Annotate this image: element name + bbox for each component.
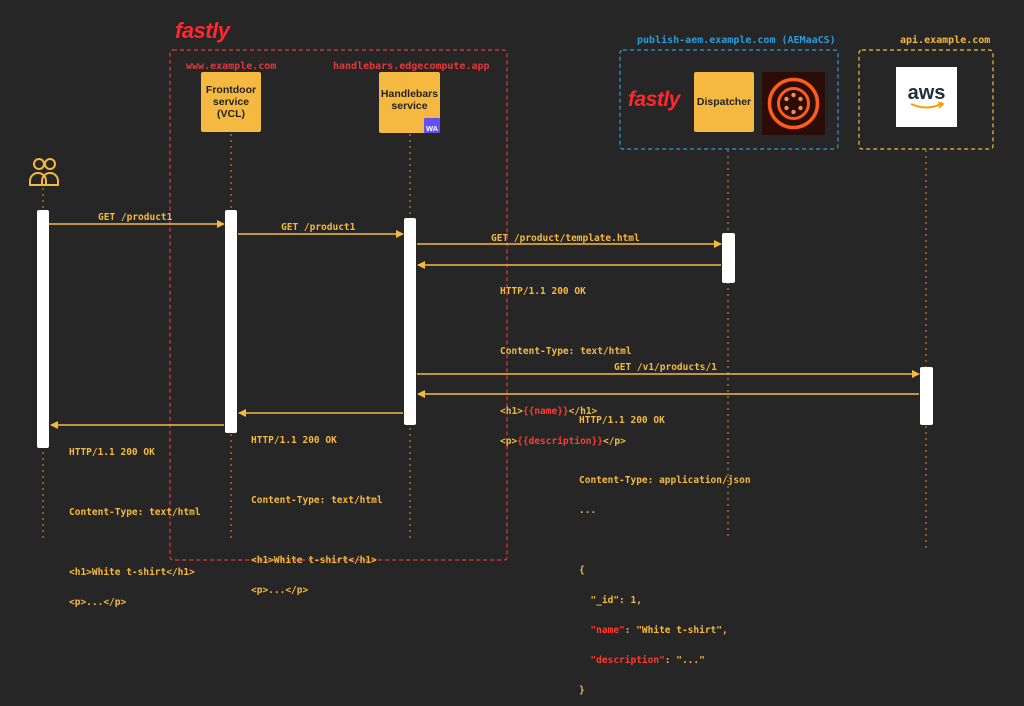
template-status: HTTP/1.1 200 OK bbox=[500, 286, 586, 297]
template-h1-line: <h1>{{name}}</h1> bbox=[500, 407, 632, 417]
dispatcher-box: Dispatcher bbox=[694, 72, 754, 132]
frontdoor-content-type: Content-Type: text/html bbox=[69, 507, 201, 518]
frontdoor-response-text: HTTP/1.1 200 OK Content-Type: text/html … bbox=[69, 428, 201, 618]
activation-api bbox=[920, 367, 933, 425]
api-json-desc-line: "description": "..." bbox=[579, 656, 751, 666]
api-json-name-key: "name" bbox=[579, 625, 625, 636]
frontdoor-p-line: <p>...</p> bbox=[69, 597, 127, 608]
api-response-text: HTTP/1.1 200 OK Content-Type: applicatio… bbox=[579, 396, 751, 706]
aem-frame bbox=[619, 49, 839, 150]
api-json-desc-val: : "..." bbox=[664, 655, 705, 666]
users-icon bbox=[28, 155, 60, 187]
template-content-type: Content-Type: text/html bbox=[500, 346, 632, 357]
frontdoor-h1-line: <h1>White t-shirt</h1> bbox=[69, 567, 195, 578]
api-dots: ... bbox=[579, 505, 597, 516]
aws-logo: aws bbox=[896, 67, 957, 127]
api-json-desc-key: "description" bbox=[579, 655, 665, 666]
fastly-logo: fastly bbox=[175, 18, 230, 43]
msg-get-product-2: GET /product1 bbox=[281, 222, 356, 233]
msg-get-template: GET /product/template.html bbox=[491, 233, 640, 244]
template-p-close: </p> bbox=[602, 436, 626, 447]
handlebars-h1-line: <h1>White t-shirt</h1> bbox=[251, 555, 377, 566]
handlebars-p-line: <p>...</p> bbox=[251, 585, 309, 596]
api-content-type: Content-Type: application/json bbox=[579, 475, 751, 486]
edge-frame bbox=[169, 49, 508, 561]
diagram-canvas bbox=[42, 49, 994, 561]
wasm-badge: WA bbox=[424, 118, 440, 133]
template-h1-close: </h1> bbox=[568, 406, 598, 417]
template-p-line: <p>{{description}}</p> bbox=[500, 437, 632, 447]
handlebars-response-text: HTTP/1.1 200 OK Content-Type: text/html … bbox=[251, 416, 383, 606]
api-json-open: { bbox=[579, 565, 585, 576]
activation-frontdoor bbox=[225, 210, 237, 433]
handlebars-status: HTTP/1.1 200 OK bbox=[251, 435, 337, 446]
api-json-name-val: : "White t-shirt", bbox=[624, 625, 728, 636]
api-domain-label: api.example.com bbox=[900, 35, 991, 46]
edge-domain-label-b: handlebars.edgecompute.app bbox=[333, 61, 490, 72]
api-json-name-line: "name": "White t-shirt", bbox=[579, 626, 751, 636]
activation-handlebars bbox=[404, 218, 416, 425]
template-p-open: <p> bbox=[500, 436, 518, 447]
frontdoor-status: HTTP/1.1 200 OK bbox=[69, 447, 155, 458]
frontdoor-service-box: Frontdoor service (VCL) bbox=[201, 72, 261, 132]
template-name-var: {{name}} bbox=[522, 406, 569, 417]
dispatcher-label: Dispatcher bbox=[696, 96, 752, 108]
template-response-text: HTTP/1.1 200 OK Content-Type: text/html … bbox=[500, 267, 632, 457]
api-json-close: } bbox=[579, 685, 585, 696]
handlebars-service-label: Handlebars service bbox=[380, 87, 439, 112]
template-description-var: {{description}} bbox=[517, 436, 603, 447]
aem-domain-label: publish-aem.example.com (AEMaaCS) bbox=[637, 35, 836, 46]
aem-fastly-logo: fastly bbox=[628, 88, 680, 111]
edge-domain-label-a: www.example.com bbox=[186, 61, 277, 72]
activation-dispatcher bbox=[722, 233, 735, 283]
adobe-experience-manager-icon bbox=[761, 71, 826, 136]
template-h1-open: <h1> bbox=[500, 406, 523, 417]
msg-get-api: GET /v1/products/1 bbox=[614, 362, 717, 373]
activation-client bbox=[37, 210, 49, 448]
msg-get-product-1: GET /product1 bbox=[98, 212, 173, 223]
frontdoor-service-label: Frontdoor service (VCL) bbox=[205, 84, 257, 120]
api-json-id: "_id": 1, bbox=[579, 595, 642, 606]
aws-logo-text: aws bbox=[907, 82, 946, 104]
handlebars-content-type: Content-Type: text/html bbox=[251, 495, 383, 506]
api-status: HTTP/1.1 200 OK bbox=[579, 415, 665, 426]
api-frame bbox=[858, 49, 994, 150]
